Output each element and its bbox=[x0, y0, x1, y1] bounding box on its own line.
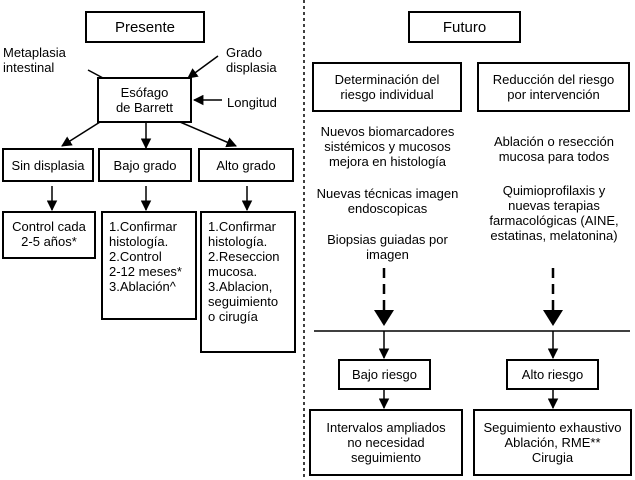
risk-high-box: Alto riesgo bbox=[506, 359, 599, 390]
col2-item-ablacion: Ablación o resección mucosa para todos bbox=[494, 134, 614, 164]
dashed-arrowhead-right bbox=[543, 310, 563, 326]
outcome-high-box: Seguimiento exhaustivo Ablación, RME** C… bbox=[473, 409, 632, 476]
risk-low-box: Bajo riesgo bbox=[338, 359, 431, 390]
arrow-alto-grado bbox=[179, 121, 237, 148]
col1-item-biomarcadores: Nuevos biomarcadores sistémicos y mucoso… bbox=[320, 124, 455, 169]
col1-title: Determinación del riesgo individual bbox=[312, 62, 462, 112]
category-bajo-grado: Bajo grado bbox=[98, 148, 192, 182]
action-sin-displasia: Control cada 2-5 años* bbox=[2, 211, 96, 259]
category-alto-grado: Alto grado bbox=[198, 148, 294, 182]
col1-item-tecnicas: Nuevas técnicas imagen endoscopicas bbox=[316, 186, 459, 216]
factor-grado: Grado displasia bbox=[226, 45, 277, 75]
action-alto-grado: 1.Confirmar histología. 2.Reseccion muco… bbox=[200, 211, 296, 353]
header-presente: Presente bbox=[85, 11, 205, 43]
dashed-arrowhead-left bbox=[374, 310, 394, 326]
arrow-sin-displasia bbox=[61, 121, 101, 147]
category-sin-displasia: Sin displasia bbox=[2, 148, 94, 182]
barrett-box: Esófago de Barrett bbox=[97, 77, 192, 123]
action-bajo-grado: 1.Confirmar histología. 2.Control 2-12 m… bbox=[101, 211, 197, 320]
outcome-low-box: Intervalos ampliados no necesidad seguim… bbox=[309, 409, 463, 476]
header-futuro: Futuro bbox=[408, 11, 521, 43]
col1-item-biopsias: Biopsias guiadas por imagen bbox=[327, 232, 448, 262]
col2-title: Reducción del riesgo por intervención bbox=[477, 62, 630, 112]
factor-metaplasia: Metaplasia intestinal bbox=[3, 45, 66, 75]
factor-longitud: Longitud bbox=[227, 95, 277, 110]
arrow-grado bbox=[187, 55, 219, 79]
col2-item-quimioprofilaxis: Quimioprofilaxis y nuevas terapias farma… bbox=[489, 183, 619, 243]
